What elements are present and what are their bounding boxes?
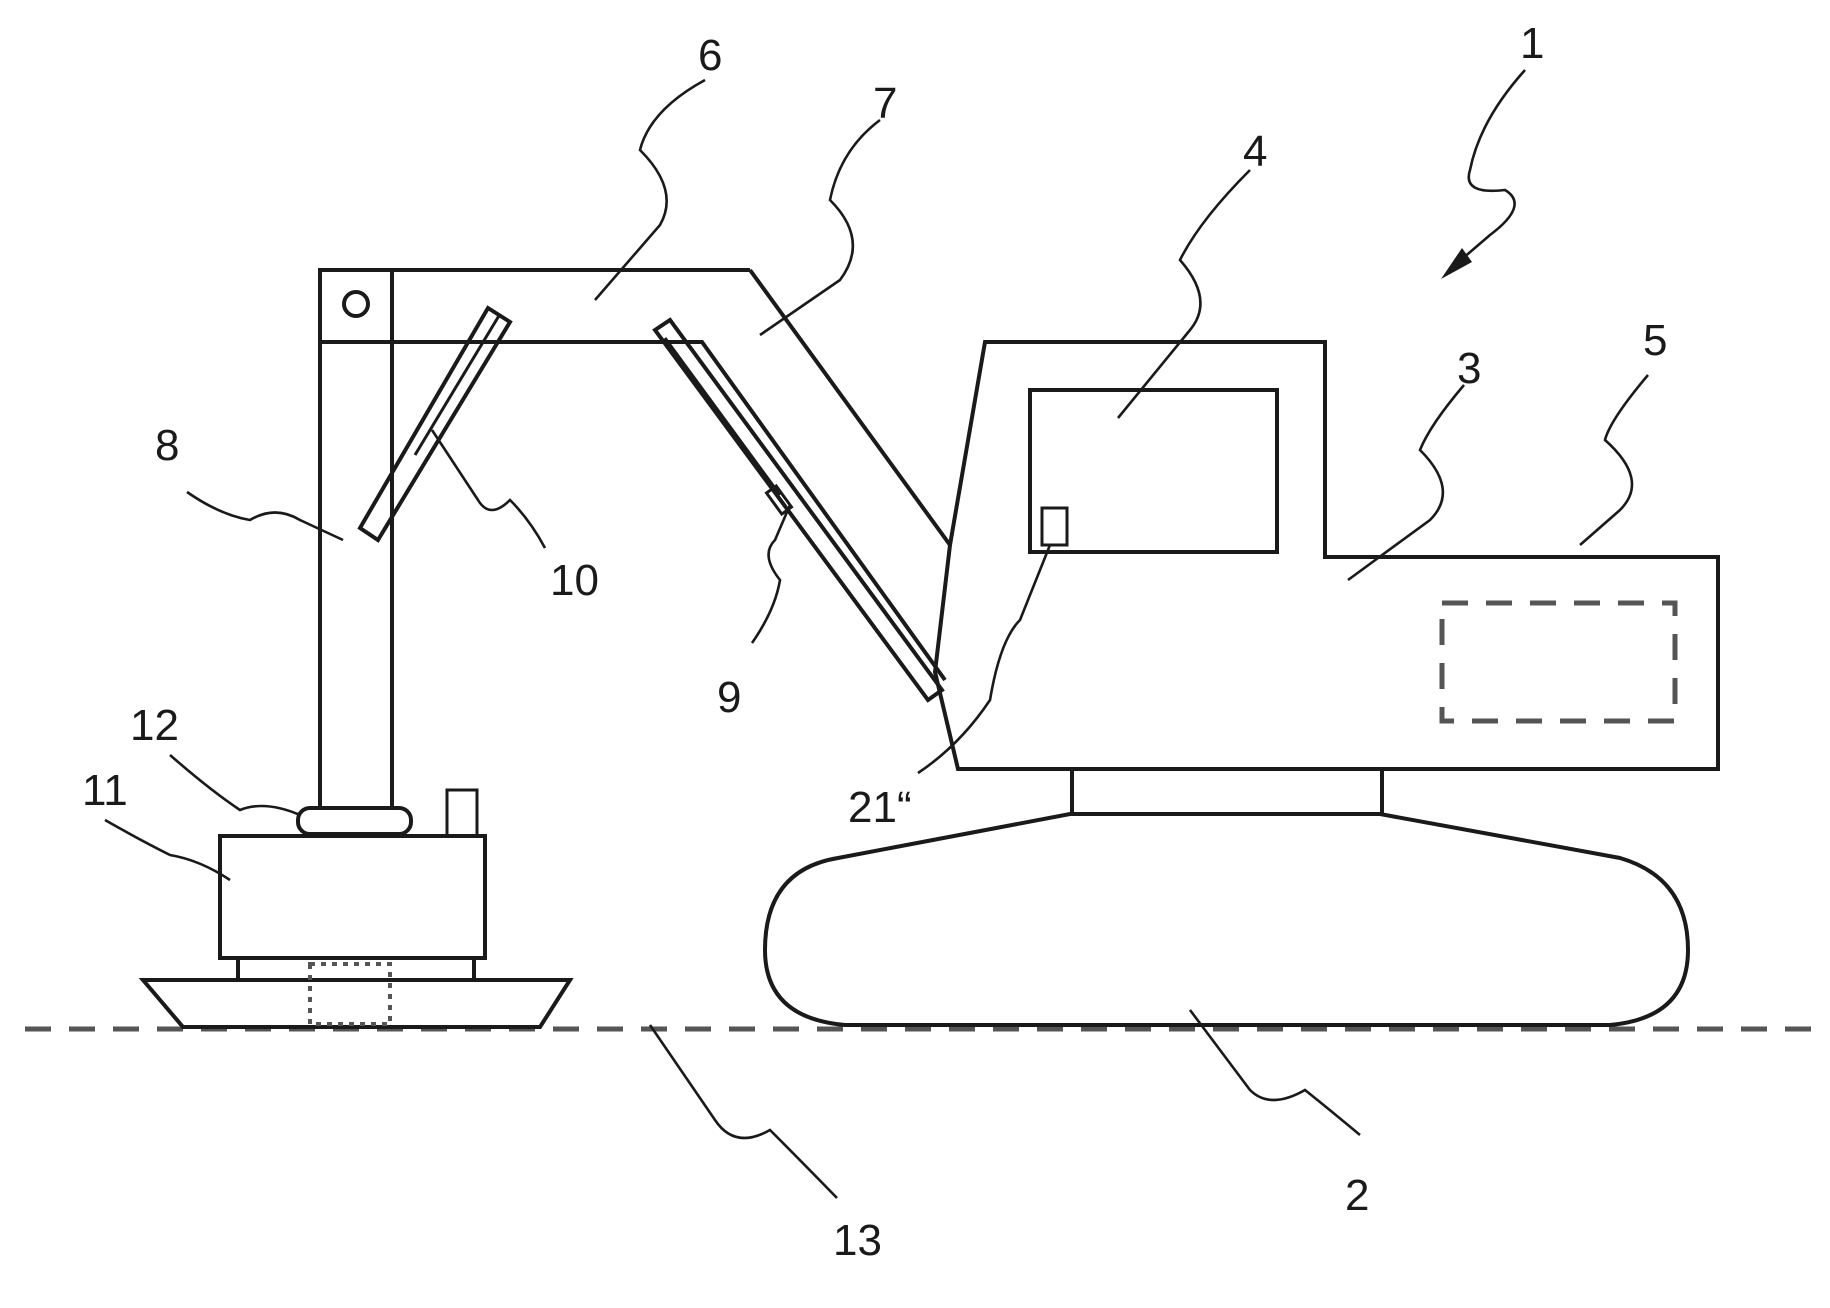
arm — [360, 270, 750, 540]
label-21: 21“ — [848, 783, 912, 832]
tool-body — [220, 836, 485, 958]
leader-11 — [105, 820, 230, 880]
slewing-ring — [1072, 769, 1382, 814]
base-plate — [143, 980, 570, 1027]
coupling — [298, 808, 411, 834]
label-6: 6 — [698, 31, 722, 80]
leader-13 — [650, 1025, 837, 1198]
leader-12 — [170, 755, 300, 815]
leader-9 — [752, 505, 790, 643]
label-10: 10 — [550, 556, 599, 605]
boom — [392, 270, 950, 700]
leader-10 — [432, 430, 545, 548]
leader-5 — [1580, 375, 1648, 545]
superstructure — [935, 342, 1718, 769]
label-12: 12 — [130, 701, 179, 750]
arm-cylinder-rod — [415, 314, 500, 455]
mast-pivot — [344, 292, 368, 316]
arm-outline — [392, 270, 750, 342]
label-3: 3 — [1457, 344, 1481, 393]
boom-cylinder-rod — [665, 338, 780, 495]
crawler-track — [765, 814, 1688, 1025]
leader-7 — [760, 120, 880, 335]
label-8: 8 — [155, 421, 179, 470]
mast-head — [320, 270, 392, 342]
leader-4 — [1118, 170, 1250, 418]
label-1: 1 — [1520, 19, 1544, 68]
leader-3 — [1348, 385, 1464, 580]
label-2: 2 — [1345, 1171, 1369, 1220]
leader-6 — [595, 80, 705, 300]
tool — [143, 790, 570, 1027]
label-7: 7 — [873, 79, 897, 128]
tool-sensor — [447, 790, 477, 836]
sensor-box — [1042, 508, 1067, 545]
label-5: 5 — [1643, 316, 1667, 365]
reference-arrow-1 — [1441, 70, 1525, 279]
control-unit-dashed — [1442, 603, 1675, 721]
label-4: 4 — [1243, 127, 1267, 176]
foot-dotted — [310, 964, 390, 1024]
label-11: 11 — [82, 766, 128, 815]
mast — [320, 270, 392, 808]
label-13: 13 — [833, 1216, 882, 1265]
label-9: 9 — [717, 673, 741, 722]
boom-cylinder-body — [655, 320, 942, 700]
superstructure-body — [935, 342, 1718, 769]
